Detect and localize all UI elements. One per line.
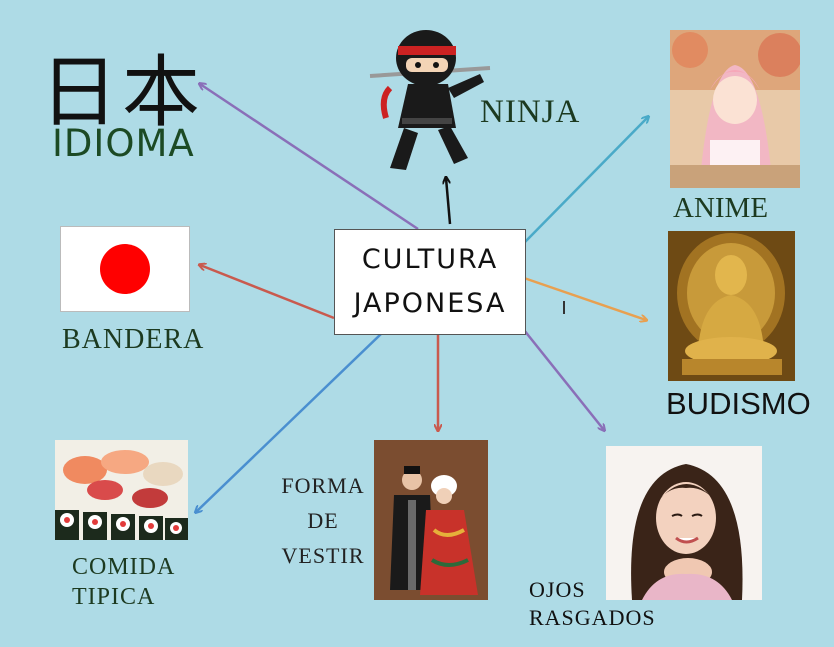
center-line-2: JAPONESA xyxy=(353,288,507,319)
ninja-illustration xyxy=(369,30,491,170)
kanji-nihon: 日本 xyxy=(40,48,205,138)
label-comida-line2: TIPICA xyxy=(72,584,156,610)
arrow-to-idioma xyxy=(200,84,419,231)
label-vestir-line1: FORMA xyxy=(281,473,365,498)
anime-girl-image xyxy=(670,30,800,188)
kimono-couple-image xyxy=(374,440,488,600)
flag-red-disc xyxy=(100,244,150,294)
arrow-to-anime xyxy=(523,117,648,244)
center-concept-box: CULTURA JAPONESA xyxy=(334,229,526,335)
sushi-image xyxy=(55,440,188,540)
label-bandera: BANDERA xyxy=(62,324,205,355)
label-ojos-line2: RASGADOS xyxy=(529,605,656,630)
label-ojos-line1: OJOS xyxy=(529,577,586,602)
buddha-statue-image xyxy=(668,231,795,381)
label-vestir-line2: DE xyxy=(307,508,339,533)
center-line-1: CULTURA xyxy=(361,244,499,275)
arrow-to-comida xyxy=(196,332,383,512)
label-ojos-rasgados: OJOS RASGADOS xyxy=(529,576,656,632)
label-anime: ANIME xyxy=(673,192,769,224)
stray-mark xyxy=(563,301,565,314)
arrow-to-bandera xyxy=(200,265,335,320)
arrow-to-ninja xyxy=(446,178,452,225)
arrow-to-budismo xyxy=(523,276,646,320)
label-forma-de-vestir: FORMA DE VESTIR xyxy=(280,468,366,573)
label-ninja: NINJA xyxy=(480,94,581,130)
arrow-to-ojos xyxy=(523,329,604,430)
label-idioma: IDIOMA xyxy=(52,122,195,165)
label-vestir-line3: VESTIR xyxy=(281,543,365,568)
label-comida-tipica: COMIDA TIPICA xyxy=(72,552,175,612)
label-comida-line1: COMIDA xyxy=(72,554,176,580)
label-budismo: BUDISMO xyxy=(666,386,811,421)
japan-flag xyxy=(60,226,190,312)
woman-portrait-image xyxy=(606,446,762,600)
